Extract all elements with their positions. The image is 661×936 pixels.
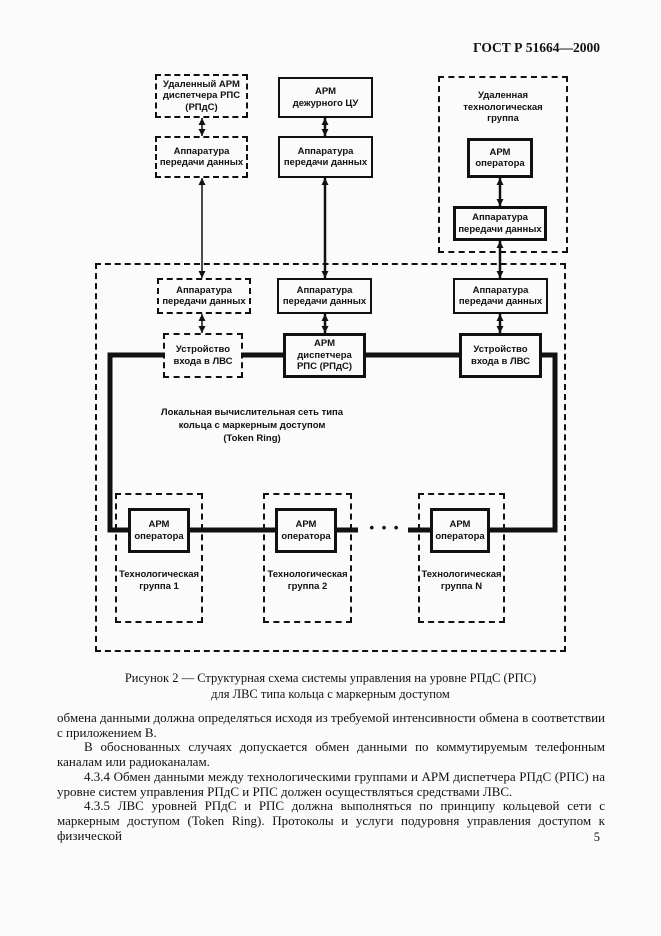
lan-system-container [95,263,566,652]
paragraph: обмена данными должна определяться исход… [57,710,605,740]
apd-remote-group-box: Аппаратура передачи данных [453,206,547,241]
apd-middle-outer-box: Аппаратура передачи данных [278,136,373,178]
arm-dispatcher-rps-box: АРМ диспетчера РПС (РПдС) [283,333,366,378]
groups-ellipsis: • • • [362,520,408,535]
remote-tech-group-container: Удаленная технологическая группа [438,76,568,253]
tech-group-n-label: Технологическая группа N [421,569,502,592]
arm-operator-groupn-box: АРМ оператора [430,508,490,553]
remote-tech-group-title: Удаленная технологическая группа [463,90,543,124]
document-header: ГОСТ Р 51664—2000 [473,40,600,55]
apd-left-inner-box: Аппаратура передачи данных [157,278,251,314]
arm-duty-cu-box: АРМ дежурного ЦУ [278,77,373,118]
arm-operator-group2-box: АРМ оператора [275,508,337,553]
remote-arm-dispatcher-box: Удаленный АРМ диспетчера РПС (РПдС) [155,74,248,118]
apd-middle-inner-box: Аппаратура передачи данных [277,278,372,314]
lan-title-label: Локальная вычислительная сеть типа кольц… [160,407,344,444]
paragraph: В обоснованных случаях допускается обмен… [57,739,605,770]
body-text: обмена данными должна определяться исход… [57,710,605,843]
paragraph: 4.3.5 ЛВС уровней РПдС и РПС должна выпо… [57,798,605,843]
apd-right-inner-box: Аппаратура передачи данных [453,278,548,314]
page-number: 5 [593,830,600,844]
figure-caption: Рисунок 2 — Структурная схема системы уп… [124,671,537,701]
paragraph: 4.3.4 Обмен данными между технологически… [57,768,605,799]
arm-operator-remote-box: АРМ оператора [467,138,533,178]
tech-group-2-label: Технологическая группа 2 [267,569,348,592]
lan-entry-right-box: Устройство входа в ЛВС [459,333,542,378]
arm-operator-group1-box: АРМ оператора [128,508,190,553]
apd-left-outer-box: Аппаратура передачи данных [155,136,248,178]
tech-group-1-label: Технологическая группа 1 [118,569,200,592]
lan-entry-left-box: Устройство входа в ЛВС [163,333,243,378]
